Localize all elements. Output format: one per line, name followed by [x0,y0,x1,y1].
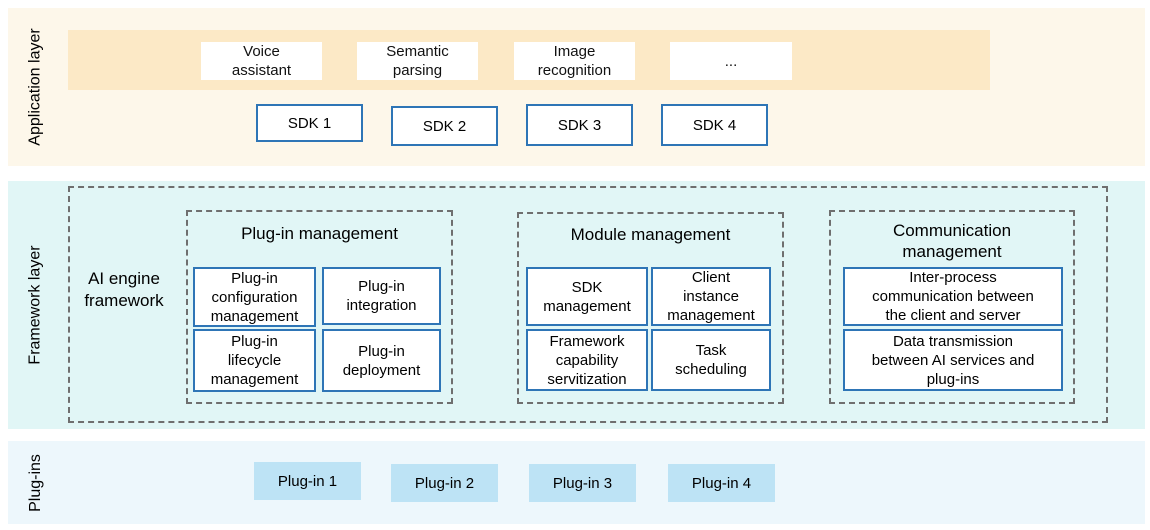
plugin-4: Plug-in 4 [668,464,775,502]
communication-management-group [829,210,1075,404]
app-voice-assistant: Voice assistant [201,42,322,80]
data-transmission: Data transmission between AI services an… [843,329,1063,391]
communication-management-title: Communication management [892,221,1012,261]
plugin-management-title: Plug-in management [241,223,398,243]
plugins-layer-label: Plug-ins [27,453,44,512]
app-image-recognition: Image recognition [514,42,635,80]
app-more: ... [670,42,792,80]
module-management-title: Module management [570,224,731,244]
ai-engine-framework-label: AI engine framework [84,269,164,310]
app-semantic-parsing: Semantic parsing [357,42,478,80]
plugin-deployment: Plug-in deployment [322,329,441,392]
client-instance-management: Client instance management [651,267,771,326]
plugin-3: Plug-in 3 [529,464,636,502]
sdk-management: SDK management [526,267,648,326]
plugin-configuration-management: Plug-in configuration management [193,267,316,327]
ai-engine-framework-container [68,186,1108,423]
plugin-lifecycle-management: Plug-in lifecycle management [193,329,316,392]
framework-capability-servitization: Framework capability servitization [526,329,648,391]
plugin-management-group [186,210,453,404]
sdk-3: SDK 3 [526,104,633,146]
module-management-group [517,212,784,404]
plugin-integration: Plug-in integration [322,267,441,325]
application-layer-label: Application layer [27,28,44,146]
inter-process-communication: Inter-process communication between the … [843,267,1063,326]
sdk-2: SDK 2 [391,106,498,146]
framework-layer-label: Framework layer [27,245,45,365]
task-scheduling: Task scheduling [651,329,771,391]
plugin-1: Plug-in 1 [254,462,361,500]
sdk-1: SDK 1 [256,104,363,142]
plugin-2: Plug-in 2 [391,464,498,502]
sdk-4: SDK 4 [661,104,768,146]
